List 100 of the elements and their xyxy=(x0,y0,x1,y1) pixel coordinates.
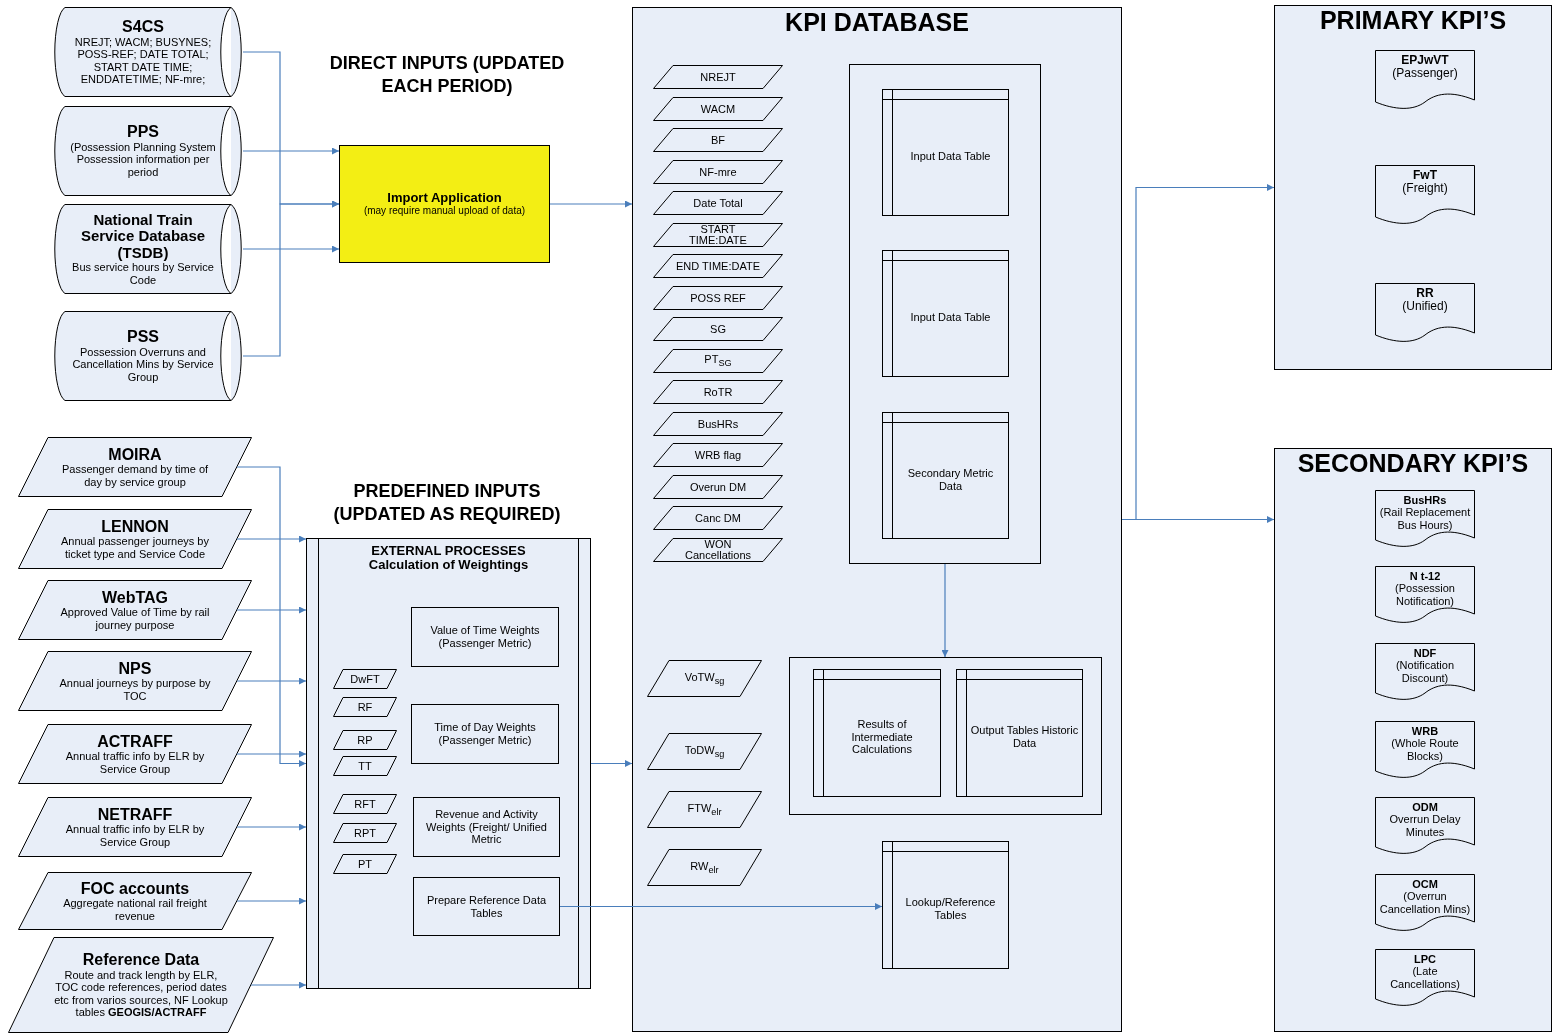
node-title: Reference Data xyxy=(82,950,200,969)
data-table-box xyxy=(882,412,1009,539)
node-title: LPC xyxy=(1414,953,1436,966)
node-text: RoTR xyxy=(703,386,733,398)
node-text: Route and track length by ELR, TOC code references, period dates etc from varios sources, NF Lookup tables GEOGIS/ACTRAFF xyxy=(54,968,228,1020)
node-title: RR xyxy=(1416,287,1434,301)
database-panel xyxy=(632,7,1122,1032)
arrow xyxy=(250,981,307,989)
process-container xyxy=(306,538,591,989)
node-text: Possession Overruns and Cancellation Mins by Service Group xyxy=(71,345,215,384)
node-text: POSS REF xyxy=(690,292,746,304)
node-text: RP xyxy=(357,733,373,747)
node-title: EPJwVT xyxy=(1401,54,1449,68)
data-table-box xyxy=(882,250,1009,377)
database-cylinder xyxy=(53,7,243,97)
node-text: Date Total xyxy=(693,197,743,209)
node-text: (Passenger) xyxy=(1392,67,1458,81)
node-text: (Notification Discount) xyxy=(1394,659,1456,685)
node-text: Time of Day Weights (Passenger Metric) xyxy=(433,721,537,747)
node-text: (Rail Replacement Bus Hours) xyxy=(1378,506,1472,532)
node-text: Prepare Reference Data Tables xyxy=(425,893,548,920)
node-title: MOIRA xyxy=(108,445,162,464)
node-title: NPS xyxy=(118,659,152,678)
arrow xyxy=(590,760,633,767)
data-field-parallelogram xyxy=(653,349,783,373)
node-text: Aggregate national rail freight revenue xyxy=(62,897,208,923)
data-field-parallelogram xyxy=(653,538,783,562)
node-text: RW$_{elr}$ xyxy=(690,859,719,876)
node-text: NREJT xyxy=(700,71,736,83)
node-text: (Whole Route Blocks) xyxy=(1390,737,1460,763)
node-title: PPS xyxy=(127,123,159,141)
arrow xyxy=(242,200,340,357)
node-text: Bus service hours by Service Code xyxy=(71,261,215,287)
node-text: SG xyxy=(710,323,726,335)
process-box xyxy=(411,704,559,764)
node-text: TT xyxy=(358,759,372,773)
kpi-document xyxy=(1375,949,1475,1007)
data-source-parallelogram xyxy=(18,872,252,930)
data-field-parallelogram xyxy=(653,223,783,247)
arrow xyxy=(236,897,307,905)
data-source-parallelogram xyxy=(18,724,252,784)
group-box xyxy=(789,657,1102,815)
node-text: WACM xyxy=(700,103,736,115)
panel-heading: EXTERNAL PROCESSES xyxy=(371,544,526,559)
data-field-parallelogram xyxy=(647,660,762,697)
node-title: National Train Service Database (TSDB) xyxy=(79,211,207,262)
arrow xyxy=(236,750,307,758)
node-title: PSS xyxy=(127,328,159,346)
arrow xyxy=(236,535,307,543)
kpi-document xyxy=(1375,643,1475,701)
node-text: Overrun Delay Minutes xyxy=(1388,813,1462,839)
process-box xyxy=(413,797,560,857)
node-text: Overun DM xyxy=(689,481,747,493)
node-text: Passenger demand by time of day by service group xyxy=(60,463,210,489)
node-text: (Possession Planning System Possession information per period xyxy=(69,140,217,179)
node-text: (Unified) xyxy=(1402,300,1448,314)
node-text: BusHRs xyxy=(697,418,739,430)
arrow xyxy=(549,200,633,208)
node-text: Annual traffic info by ELR by Service Group xyxy=(64,750,206,776)
node-text: WRB flag xyxy=(694,449,742,461)
node-text: RPT xyxy=(354,826,376,840)
node-text: Lookup/Reference Tables xyxy=(904,896,997,922)
data-table-box xyxy=(882,89,1009,216)
data-field-parallelogram xyxy=(653,191,783,215)
node-title: S4CS xyxy=(122,17,164,36)
node-text: Revenue and Activity Weights (Freight/ Unified Metric xyxy=(425,808,548,846)
database-cylinder xyxy=(53,106,243,196)
arrow xyxy=(559,903,883,910)
data-field-parallelogram xyxy=(653,317,783,341)
arrow xyxy=(941,563,949,658)
node-text: RF xyxy=(357,700,373,714)
node-text: Input Data Table xyxy=(910,311,991,324)
panel-heading: KPI DATABASE xyxy=(785,9,969,37)
database-cylinder xyxy=(53,311,243,401)
node-text: NREJT; WACM; BUSYNES; POSS-REF; DATE TOTAL; START DATE TIME; ENDDATETIME; NF-mre; xyxy=(73,35,213,87)
data-field-parallelogram xyxy=(653,412,783,436)
node-text: (Late Cancellations) xyxy=(1389,965,1461,991)
node-title: FwT xyxy=(1413,169,1437,183)
node-title: ACTRAFF xyxy=(97,732,173,751)
node-text: VoTW$_{sg}$ xyxy=(684,670,725,687)
arrow xyxy=(236,823,307,831)
node-text: (Possession Notification) xyxy=(1394,582,1456,608)
panel-heading: SECONDARY KPI’S xyxy=(1297,450,1529,478)
arrow xyxy=(1121,516,1275,523)
data-field-parallelogram xyxy=(653,254,783,278)
node-title: ODM xyxy=(1412,801,1438,814)
node-title: BusHRs xyxy=(1403,494,1447,507)
node-text: (Overrun Cancellation Mins) xyxy=(1378,890,1472,916)
process-box xyxy=(339,145,550,263)
node-text: ToDW$_{sg}$ xyxy=(684,743,725,760)
group-box xyxy=(849,64,1041,564)
data-source-parallelogram xyxy=(18,797,252,857)
data-field-parallelogram xyxy=(653,380,783,404)
arrow xyxy=(242,245,340,253)
data-source-parallelogram xyxy=(8,937,274,1033)
data-field-parallelogram xyxy=(653,475,783,499)
node-title: NETRAFF xyxy=(97,805,173,824)
node-text: PT$_{SG}$ xyxy=(704,353,732,369)
node-text: Secondary Metric Data xyxy=(906,466,995,493)
data-source-parallelogram xyxy=(18,651,252,711)
